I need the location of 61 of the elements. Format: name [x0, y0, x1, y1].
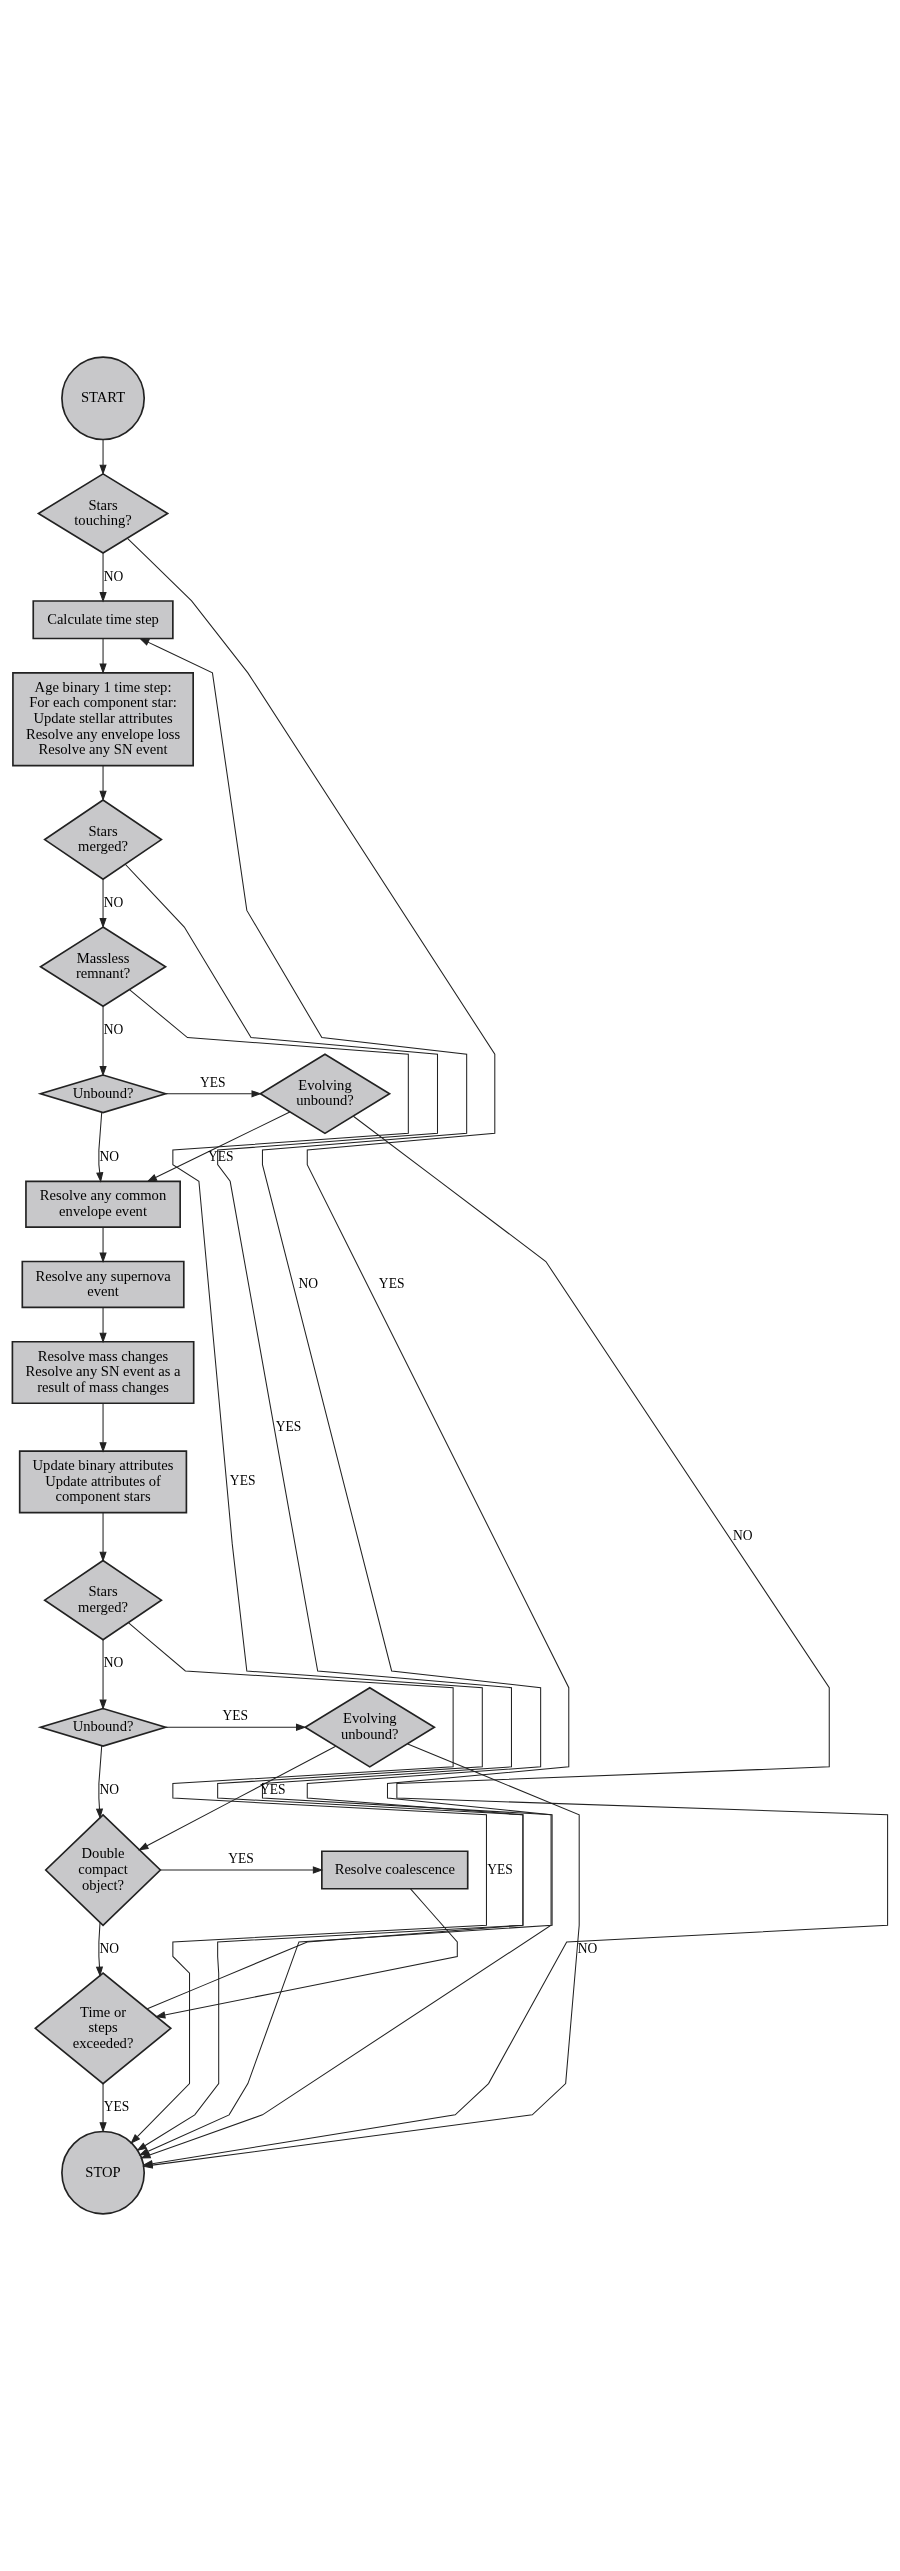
node-diamond: Evolving unbound?: [303, 1686, 436, 1768]
node-diamond: Time or steps exceeded?: [34, 1972, 173, 2085]
arrow: [165, 1723, 307, 1731]
arrow: [99, 552, 107, 603]
arrow: [99, 2083, 107, 2133]
edge-label: NO: [99, 1782, 120, 1798]
arrow: [99, 1402, 107, 1453]
arrow: [96, 1111, 104, 1183]
arrow: [99, 1512, 107, 1563]
arrow: [154, 1888, 458, 2019]
arrow: [124, 863, 553, 2156]
edge-label: YES: [200, 1074, 226, 1090]
edge-label: YES: [275, 1418, 302, 1434]
arrow: [99, 878, 107, 929]
arrow: [99, 1226, 107, 1263]
edge-label: NO: [99, 1148, 120, 1164]
arrow: [99, 439, 107, 476]
edge-label: NO: [99, 1940, 120, 1956]
node-circle: START: [61, 356, 146, 441]
edge-label: NO: [103, 1655, 124, 1671]
edge-label: NO: [577, 1940, 598, 1956]
node-box: Resolve any supernova event: [21, 1260, 185, 1309]
node-box: Update binary attributes Update attributes of component stars: [18, 1450, 188, 1514]
edge-label: NO: [298, 1276, 319, 1291]
node-box: Calculate time step: [32, 600, 174, 640]
arrow: [146, 1111, 291, 1182]
node-box: Age binary 1 time step: For each component star: Update stellar attributes Resolve any envelope loss Resolve any SN event: [12, 672, 194, 767]
arrow: [160, 1866, 324, 1874]
node-diamond: Unbound?: [37, 1707, 169, 1747]
arrow: [99, 1006, 107, 1077]
node-diamond: Unbound?: [37, 1074, 169, 1114]
edge-label: NO: [103, 568, 124, 584]
edge-label: YES: [103, 2099, 130, 2115]
arrow: [95, 1922, 104, 1978]
node-diamond: Stars merged?: [43, 798, 163, 881]
edge-label: YES: [222, 1708, 249, 1724]
edge-label: YES: [378, 1276, 405, 1291]
node-diamond: Massless remnant?: [38, 926, 168, 1008]
arrow: [99, 638, 107, 675]
arrow: [95, 1745, 104, 1820]
node-diamond: Double compact object?: [44, 1813, 162, 1927]
edge-label: YES: [229, 1473, 256, 1489]
arrow: [127, 538, 570, 2159]
node-diamond: Stars touching?: [36, 472, 170, 554]
arrow: [164, 1090, 262, 1098]
arrow: [99, 765, 107, 802]
arrow: [99, 1307, 107, 1344]
node-diamond: Stars merged?: [43, 1559, 163, 1641]
node-box: Resolve any common envelope event: [25, 1180, 181, 1228]
edge-label: NO: [103, 1021, 124, 1037]
edge-label: NO: [733, 1528, 753, 1544]
node-box: Resolve coalescence: [321, 1850, 469, 1890]
arrow: [128, 1622, 487, 2144]
edge-label: YES: [228, 1851, 254, 1867]
arrow: [138, 637, 542, 2010]
node-box: Resolve mass changes Resolve any SN event as a result of mass changes: [11, 1340, 195, 1405]
arrow: [99, 1639, 107, 1710]
arrow: [138, 1745, 337, 1851]
node-diamond: Evolving unbound?: [258, 1053, 392, 1135]
edge-label: YES: [487, 1861, 513, 1877]
edge-label: NO: [103, 894, 124, 910]
